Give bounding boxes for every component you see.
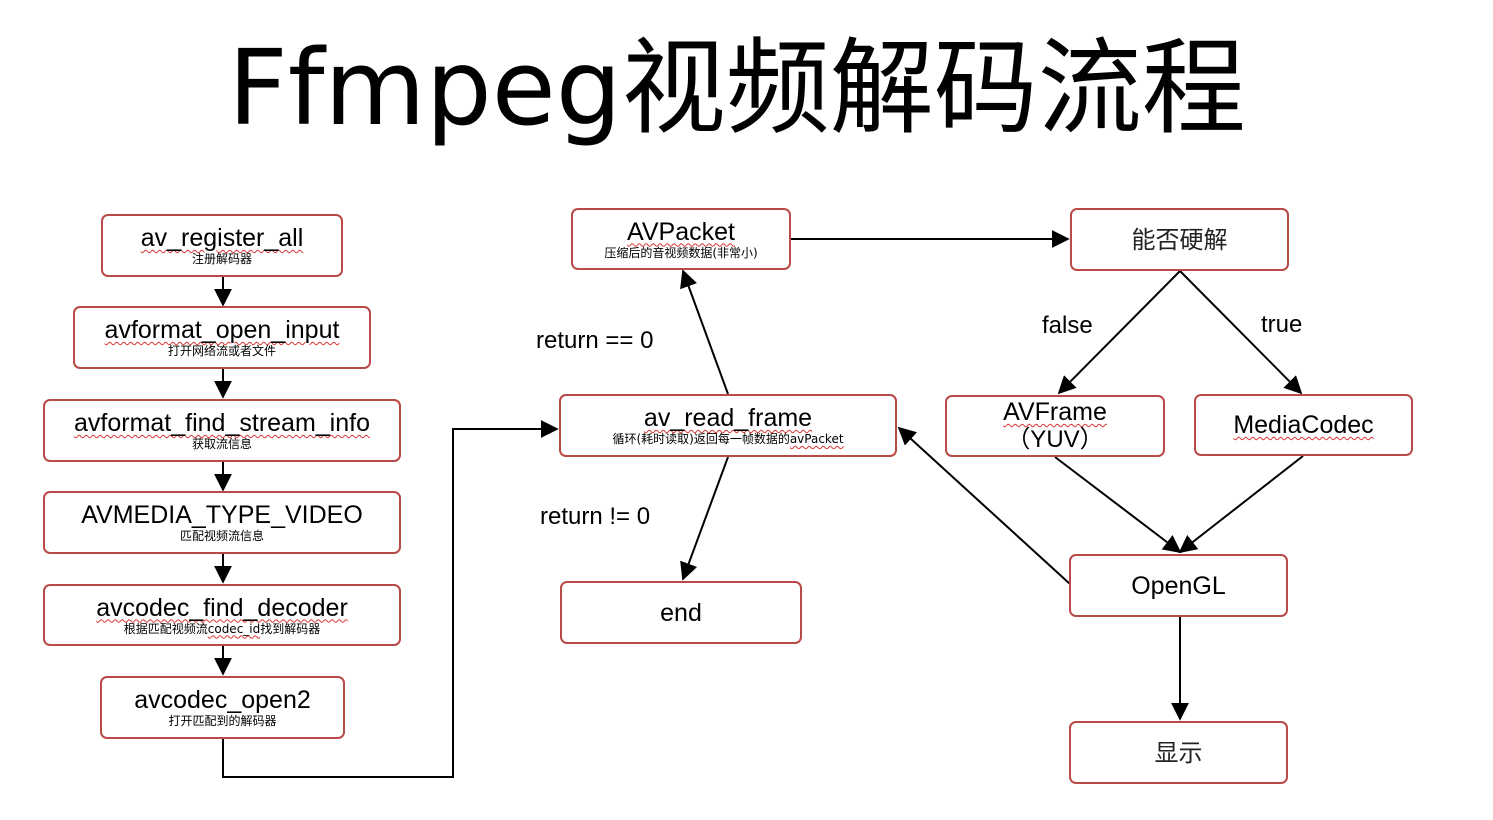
node-avpacket: AVPacket 压缩后的音视频数据(非常小) xyxy=(571,208,791,270)
node-label: avcodec_open2 xyxy=(134,686,311,714)
edge-label-return-eq-0: return == 0 xyxy=(536,327,654,354)
node-label: avformat_find_stream_info xyxy=(74,409,370,437)
node-opengl: OpenGL xyxy=(1069,554,1288,617)
sublabel-text-post: 找到解码器 xyxy=(260,621,321,636)
node-sublabel: 获取流信息 xyxy=(191,437,252,451)
node-label: avformat_open_input xyxy=(104,316,340,344)
node-av-register-all: av_register_all 注册解码器 xyxy=(101,214,343,277)
sublabel-text-pre: 根据匹配视频流 xyxy=(123,621,208,636)
node-label: OpenGL xyxy=(1131,571,1226,600)
node-label: AVPacket xyxy=(627,217,735,246)
sublabel-code: codec_id xyxy=(207,621,261,636)
diagram-title: Ffmpeg视频解码流程 xyxy=(228,27,1246,149)
node-avframe: AVFrame （YUV） xyxy=(945,395,1165,457)
edge-mediacodec-to-opengl xyxy=(1178,455,1304,554)
node-sublabel: 压缩后的音视频数据(非常小) xyxy=(604,245,758,260)
node-display: 显示 xyxy=(1069,721,1288,784)
sublabel-text-pre: 循环(耗时读取)返回每一帧数据的 xyxy=(612,432,790,446)
node-av-read-frame: av_read_frame 循环(耗时读取)返回每一帧数据的avPacket xyxy=(559,394,897,457)
edge-open2-to-read-frame xyxy=(222,420,559,778)
edge-avframe-to-opengl xyxy=(1054,456,1182,554)
node-sublabel: 注册解码器 xyxy=(191,252,252,266)
node-avformat-open-input: avformat_open_input 打开网络流或者文件 xyxy=(73,306,371,369)
node-avcodec-find-decoder: avcodec_find_decoder 根据匹配视频流codec_id找到解码… xyxy=(43,584,401,646)
node-avformat-find-stream-info: avformat_find_stream_info 获取流信息 xyxy=(43,399,401,462)
node-label: av_register_all xyxy=(140,224,304,252)
node-label: av_read_frame xyxy=(643,404,813,432)
node-label: MediaCodec xyxy=(1233,411,1374,439)
edge-label-true: true xyxy=(1261,311,1303,338)
node-label: end xyxy=(660,598,702,627)
node-sublabel: 打开网络流或者文件 xyxy=(167,344,276,358)
node-end: end xyxy=(560,581,802,644)
edge-read-frame-to-end xyxy=(680,456,729,581)
node-sublabel: 打开匹配到的解码器 xyxy=(168,714,277,728)
node-sublabel: 根据匹配视频流codec_id找到解码器 xyxy=(124,622,321,637)
edge-read-frame-to-avpacket xyxy=(680,269,729,395)
node-sublabel: 匹配视频流信息 xyxy=(179,529,264,543)
node-hw-decode-check: 能否硬解 xyxy=(1070,208,1289,271)
edge-hw-check-to-avframe xyxy=(1057,270,1181,395)
node-label: 显示 xyxy=(1154,738,1203,767)
node-label: avcodec_find_decoder xyxy=(96,593,348,622)
edge-label-return-ne-0: return != 0 xyxy=(540,503,651,530)
node-sublabel: （YUV） xyxy=(1006,426,1104,453)
node-label: AVFrame xyxy=(1003,398,1107,426)
node-avmedia-type-video: AVMEDIA_TYPE_VIDEO 匹配视频流信息 xyxy=(43,491,401,554)
node-mediacodec: MediaCodec xyxy=(1194,394,1413,456)
edge-hw-check-to-mediacodec xyxy=(1179,270,1303,395)
node-label: 能否硬解 xyxy=(1131,225,1228,254)
edge-label-false: false xyxy=(1042,312,1093,339)
edge-opengl-to-read-frame xyxy=(897,426,1071,585)
node-sublabel: 循环(耗时读取)返回每一帧数据的avPacket xyxy=(612,432,843,447)
node-avcodec-open2: avcodec_open2 打开匹配到的解码器 xyxy=(100,676,345,739)
sublabel-code: avPacket xyxy=(789,432,844,446)
node-label: AVMEDIA_TYPE_VIDEO xyxy=(81,501,363,529)
